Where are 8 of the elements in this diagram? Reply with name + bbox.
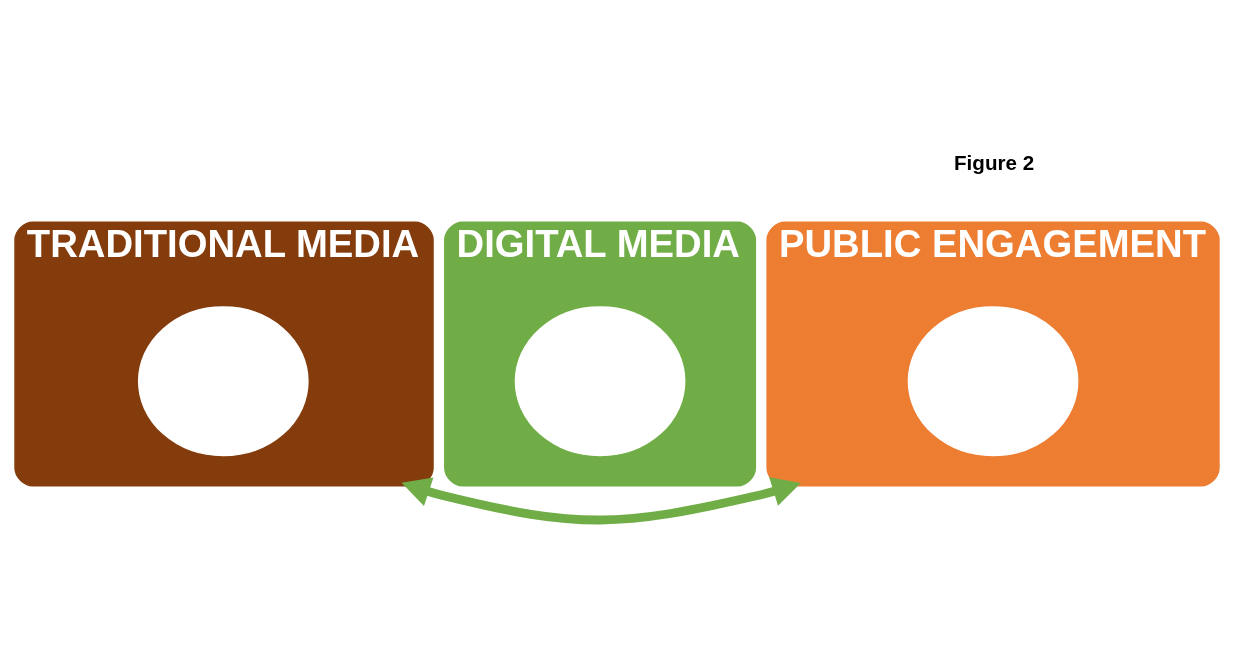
node-circle bbox=[514, 306, 686, 457]
cluster: PUBLIC ENGAGEMENT bbox=[766, 221, 1220, 487]
label: Figure 2 bbox=[954, 151, 1035, 175]
node-circle bbox=[907, 306, 1079, 457]
node-circle bbox=[137, 306, 309, 457]
arrow bbox=[401, 477, 801, 525]
cluster: DIGITAL MEDIA bbox=[444, 221, 757, 487]
cluster: TRADITIONAL MEDIA bbox=[14, 221, 434, 487]
